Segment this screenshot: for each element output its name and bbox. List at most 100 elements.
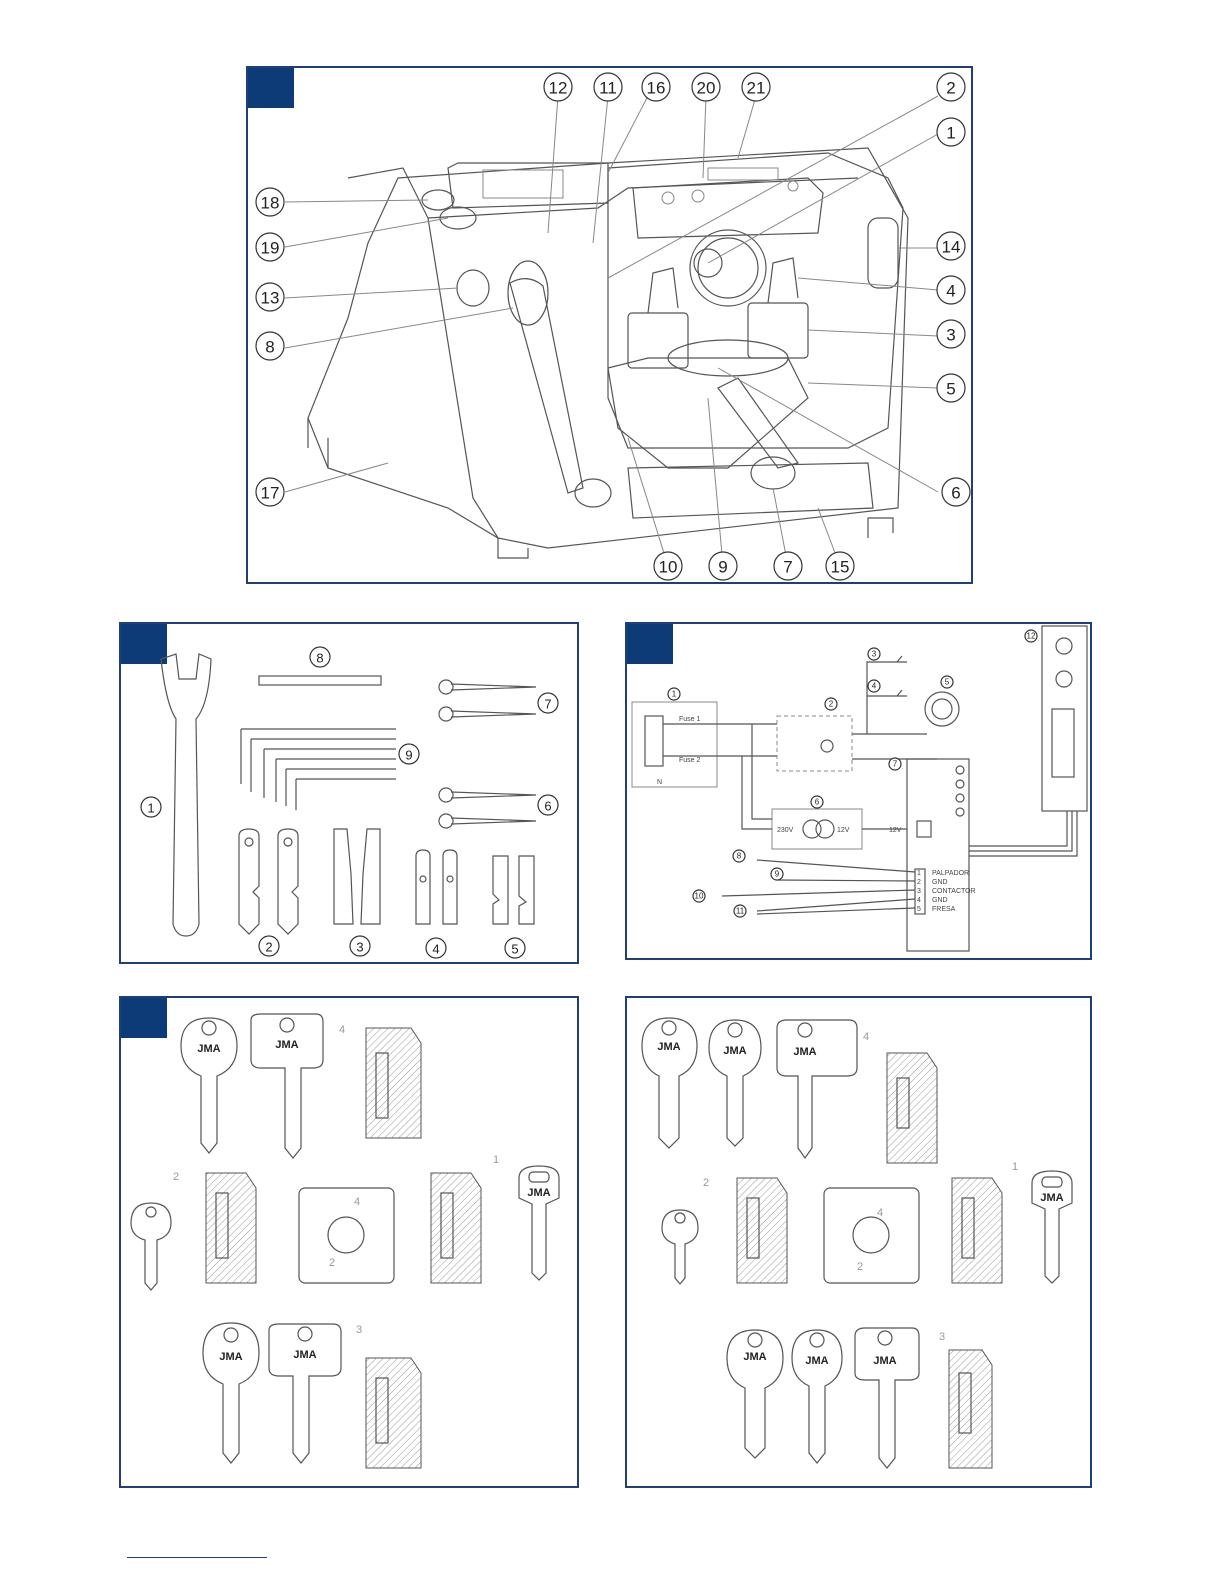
callout-15: 15: [826, 552, 854, 580]
key-icon: JMA: [727, 1330, 783, 1458]
svg-text:7: 7: [893, 760, 898, 769]
machine-figure-panel: 12 11 16 20 21 2 1 18 19 14 13 4 8 3 5 1…: [246, 66, 973, 584]
svg-text:9: 9: [718, 558, 727, 577]
svg-text:6: 6: [815, 798, 820, 807]
svg-text:JMA: JMA: [657, 1041, 680, 1053]
jaw-square: [824, 1188, 919, 1283]
svg-text:CONTACTOR: CONTACTOR: [932, 888, 976, 895]
callout-8: 8: [310, 647, 330, 667]
svg-text:17: 17: [261, 484, 280, 503]
svg-text:9: 9: [775, 870, 780, 879]
key-icon: [131, 1203, 171, 1290]
motor-icon: [925, 692, 959, 726]
clamp-section: [206, 1173, 256, 1283]
callout-3: 3: [350, 936, 370, 956]
jaw-square: [299, 1188, 394, 1283]
callout-1: 1: [668, 688, 680, 700]
svg-text:9: 9: [405, 748, 412, 763]
svg-text:JMA: JMA: [275, 1039, 298, 1051]
callout-18: 18: [256, 188, 284, 216]
callout-8: 8: [733, 850, 745, 862]
terminal-block: 1 2 3 4 5 PALPADOR GND CONTACTOR GND FRE…: [915, 869, 976, 914]
svg-text:3: 3: [356, 1324, 362, 1336]
svg-text:2: 2: [265, 940, 272, 955]
svg-text:4: 4: [432, 942, 439, 957]
keys-left-drawing: JMA JMA 4 2 4 2 1 JMA: [121, 998, 579, 1488]
callout-7: 7: [774, 552, 802, 580]
callout-13: 13: [256, 283, 284, 311]
svg-text:N: N: [657, 779, 662, 786]
svg-text:JMA: JMA: [293, 1349, 316, 1361]
callout-4: 4: [868, 680, 880, 692]
callout-11: 11: [594, 73, 622, 101]
callout-4: 4: [426, 938, 446, 958]
callout-6: 6: [942, 478, 970, 506]
wiring-figure-panel: Fuse 1 Fuse 2 N 230V 12V 12V 1 2 3 4 5: [625, 622, 1092, 960]
jaw-pieces-icon: [239, 829, 534, 934]
bar-icon: [259, 676, 381, 685]
svg-text:3: 3: [356, 940, 363, 955]
callout-9: 9: [771, 868, 783, 880]
callout-3: 3: [937, 320, 965, 348]
svg-text:5: 5: [945, 678, 950, 687]
svg-text:2: 2: [857, 1261, 863, 1273]
svg-text:4: 4: [872, 682, 877, 691]
svg-text:JMA: JMA: [1040, 1192, 1063, 1204]
callout-5: 5: [505, 938, 525, 958]
svg-text:5: 5: [917, 906, 921, 913]
svg-text:JMA: JMA: [873, 1355, 896, 1367]
clamp-section: [431, 1173, 481, 1283]
key-icon: JMA: [203, 1323, 259, 1463]
clamp-section: [887, 1053, 937, 1163]
svg-text:6: 6: [951, 484, 960, 503]
pin-icon: [439, 680, 536, 828]
svg-text:12: 12: [1027, 632, 1036, 641]
wiring-diagram: Fuse 1 Fuse 2 N 230V 12V 12V 1 2 3 4 5: [627, 624, 1092, 960]
accessory-callouts: 8 7 9 6 1 2 3 4 5: [141, 647, 558, 958]
clamp-section: [737, 1178, 787, 1283]
svg-text:2: 2: [703, 1177, 709, 1189]
svg-text:12: 12: [549, 79, 568, 98]
machine-callouts: 12 11 16 20 21 2 1 18 19 14 13 4 8 3 5 1…: [256, 73, 970, 580]
callout-19: 19: [256, 233, 284, 261]
svg-text:3: 3: [917, 888, 921, 895]
switch-box: [777, 716, 852, 771]
callout-11: 11: [734, 905, 746, 917]
svg-text:1: 1: [147, 801, 154, 816]
callout-10: 10: [693, 890, 705, 902]
footer-rule: [127, 1557, 267, 1558]
svg-text:4: 4: [354, 1196, 360, 1208]
svg-text:7: 7: [783, 558, 792, 577]
wiring-callouts: 1 2 3 4 5 6 7 8 9 10 11 12: [668, 630, 1037, 917]
svg-text:230V: 230V: [777, 827, 794, 834]
svg-text:2: 2: [829, 700, 834, 709]
callout-2: 2: [259, 936, 279, 956]
svg-text:6: 6: [544, 799, 551, 814]
svg-text:12V: 12V: [889, 827, 902, 834]
svg-text:JMA: JMA: [743, 1351, 766, 1363]
svg-text:4: 4: [877, 1207, 883, 1219]
svg-text:11: 11: [736, 907, 745, 916]
callout-7: 7: [889, 758, 901, 770]
clamp-section: [952, 1178, 1002, 1283]
wrench-icon: [161, 654, 211, 936]
svg-text:1: 1: [672, 690, 677, 699]
svg-text:4: 4: [339, 1024, 345, 1036]
callout-9: 9: [709, 552, 737, 580]
keys-right-drawing: JMA JMA JMA 4 2 4 2 1: [627, 998, 1092, 1488]
svg-text:7: 7: [544, 697, 551, 712]
callout-16: 16: [642, 73, 670, 101]
svg-text:JMA: JMA: [527, 1187, 550, 1199]
callout-12: 12: [544, 73, 572, 101]
key-icon: JMA: [855, 1328, 919, 1468]
svg-text:1: 1: [946, 124, 955, 143]
callout-7: 7: [538, 693, 558, 713]
key-icon: JMA: [251, 1014, 323, 1158]
svg-text:Fuse 1: Fuse 1: [679, 716, 701, 723]
accessories-figure-panel: 8 7 9 6 1 2 3 4 5: [119, 622, 579, 964]
key-icon: JMA: [519, 1166, 559, 1280]
svg-text:4: 4: [917, 897, 921, 904]
svg-text:2: 2: [173, 1171, 179, 1183]
svg-text:2: 2: [329, 1257, 335, 1269]
callout-8: 8: [256, 332, 284, 360]
